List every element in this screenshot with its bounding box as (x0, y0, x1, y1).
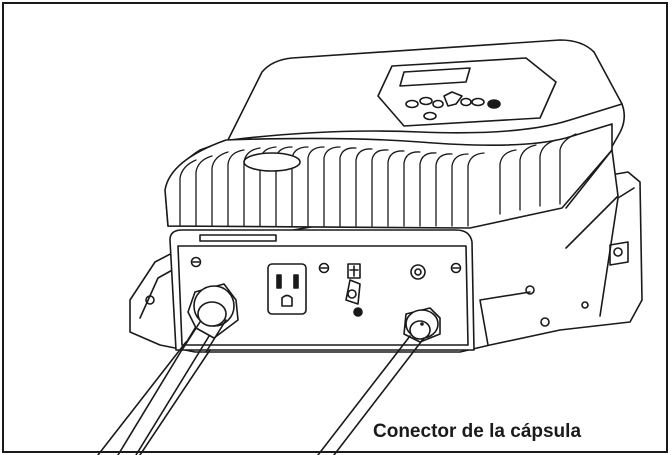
display-panel (377, 57, 557, 127)
connector-panel (169, 229, 475, 351)
capsule-connector-icon (420, 322, 424, 326)
panel-screws (190, 256, 462, 274)
electrical-outlet-icon (267, 263, 307, 315)
ground-terminal-icon (345, 263, 363, 317)
power-cable-icon (97, 283, 239, 455)
callout-label: Conector de la cápsula (373, 421, 582, 442)
keypad-icon (405, 91, 501, 121)
cooling-fins (179, 133, 577, 227)
display-screen-icon (399, 67, 471, 87)
